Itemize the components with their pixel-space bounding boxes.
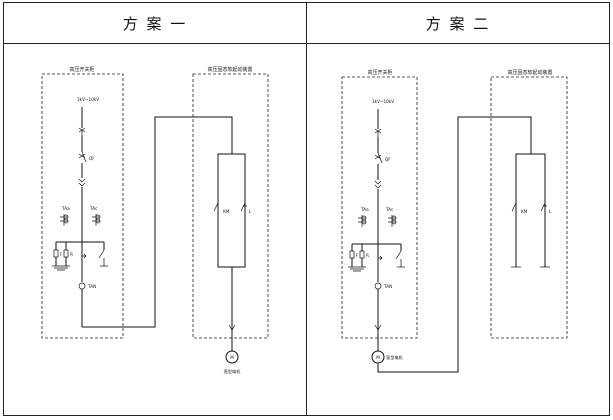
- thyristor-icon: [540, 202, 547, 218]
- thyristor-icon: [240, 202, 247, 218]
- thyristor-label: L: [549, 209, 552, 214]
- fuse-f-icon: [53, 249, 59, 258]
- bypass-switch-icon: [511, 202, 517, 218]
- disconnect-icon: [374, 128, 382, 137]
- soft-starter-label: 高压固态软起动装置: [507, 69, 552, 76]
- breaker-icon: [78, 151, 87, 163]
- fuse-r-label: R: [70, 252, 73, 257]
- hv-cabinet-box: [41, 73, 124, 339]
- disconnect-icon: [78, 127, 86, 136]
- scheme-2-title: 方 案 二: [426, 15, 491, 33]
- cable-to-starter: [82, 116, 233, 328]
- bypass-label: KM: [521, 209, 528, 214]
- arrow-into-bus: [378, 255, 383, 261]
- ct-a-icon: [358, 215, 367, 227]
- voltage-label: 3kV~10kV: [77, 97, 99, 102]
- fuse-r-label: R: [366, 253, 369, 258]
- soft-starter-box: [192, 73, 269, 339]
- ct-a-icon: [60, 214, 69, 226]
- zct-icon: [78, 282, 86, 290]
- scheme-2-diagram: 高压开关柜 高压固态软起动装置 3kV~10kV QF TAa TAc F: [341, 69, 568, 373]
- soft-starter-label: 高压固态软起动装置: [207, 66, 252, 73]
- zct-icon: [374, 282, 382, 290]
- motor-symbol: M: [230, 355, 234, 360]
- zct-label: TAN: [87, 284, 96, 289]
- fuse-f-icon: [349, 250, 355, 259]
- cable-to-starter: [377, 116, 532, 373]
- ct-a-label: TAa: [360, 207, 369, 212]
- motor-symbol: M: [376, 355, 380, 360]
- motor-label: 笼型电机: [224, 368, 242, 375]
- plug-in-icon: [374, 180, 382, 189]
- motor-label: 笼型电机: [386, 354, 404, 361]
- fuse-f-label: F: [60, 252, 63, 257]
- bypass-switch-icon: [213, 202, 219, 218]
- zct-label: TAN: [383, 284, 392, 289]
- breaker-icon: [374, 152, 383, 164]
- starter-loop: [515, 153, 546, 267]
- earth-switch-icon: [98, 249, 105, 266]
- scheme-1-diagram: 高压开关柜 高压固态软起动装置 3kV~10kV QF TAa TAc: [41, 66, 269, 375]
- breaker-label: QF: [89, 156, 95, 161]
- earth-switch-icon: [395, 250, 402, 267]
- bypass-label: KM: [223, 209, 230, 214]
- plug-in-icon: [78, 178, 86, 187]
- ct-c-icon: [388, 215, 397, 227]
- ct-a-label: TAa: [61, 206, 70, 211]
- ct-c-icon: [92, 214, 101, 226]
- arrow-into-bus: [82, 253, 87, 259]
- ct-c-label: TAc: [89, 206, 98, 211]
- motor-icon: [225, 350, 239, 364]
- thyristor-label: L: [249, 209, 252, 214]
- hv-cabinet-label: 高压开关柜: [69, 66, 94, 73]
- breaker-label: QF: [385, 157, 391, 162]
- arrow-icon: [374, 324, 382, 331]
- ground-icon: [348, 266, 366, 272]
- arrow-icon: [228, 324, 236, 331]
- hv-cabinet-label: 高压开关柜: [367, 69, 392, 76]
- ct-c-label: TAc: [385, 207, 394, 212]
- voltage-label: 3kV~10kV: [372, 99, 394, 104]
- fuse-r-icon: [63, 249, 69, 258]
- hv-cabinet-box: [341, 76, 418, 339]
- fuse-r-icon: [359, 250, 365, 259]
- fuse-f-label: F: [356, 253, 359, 258]
- scheme-1-title: 方 案 一: [123, 15, 188, 33]
- soft-starter-box: [490, 76, 568, 339]
- ground-icon: [52, 265, 70, 271]
